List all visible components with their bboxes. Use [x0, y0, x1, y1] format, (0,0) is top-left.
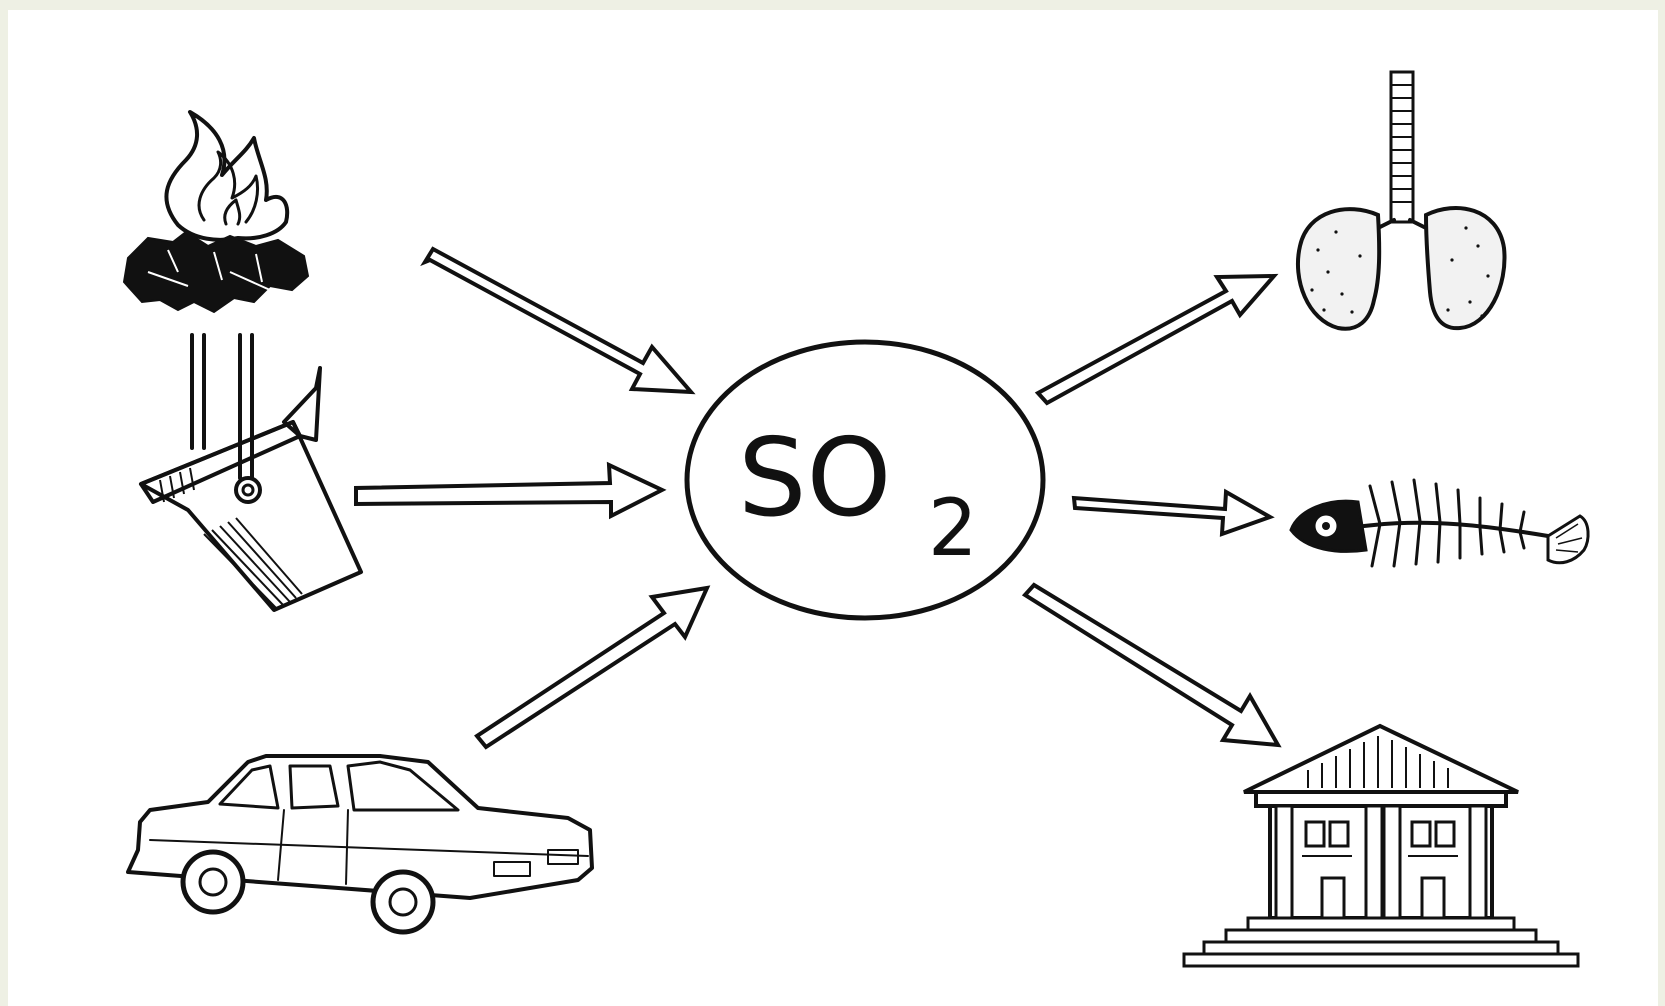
so2-formula: SO: [738, 416, 892, 541]
classical-building-icon: [1182, 723, 1580, 968]
fish-skeleton-icon: [1289, 478, 1590, 568]
so2-diagram: SO 2: [122, 70, 1590, 968]
arrow-fire-to-so2: [420, 246, 696, 395]
so2-subscript: 2: [928, 484, 978, 574]
fire-icon: [122, 110, 310, 314]
arrow-smelting-to-so2: [354, 461, 667, 520]
arrow-so2-to-fish: [1071, 488, 1275, 537]
smelting-ladle-icon: [139, 333, 363, 612]
car-icon: [126, 754, 594, 935]
so2-node: SO 2: [684, 339, 1046, 621]
so2-ellipse: [684, 339, 1046, 621]
diagram-canvas: SO 2: [8, 10, 1658, 1006]
arrow-car-to-so2: [474, 585, 711, 750]
lungs-icon: [1295, 70, 1507, 331]
arrow-so2-to-lungs: [1034, 273, 1279, 406]
arrow-so2-to-building: [1021, 582, 1282, 748]
